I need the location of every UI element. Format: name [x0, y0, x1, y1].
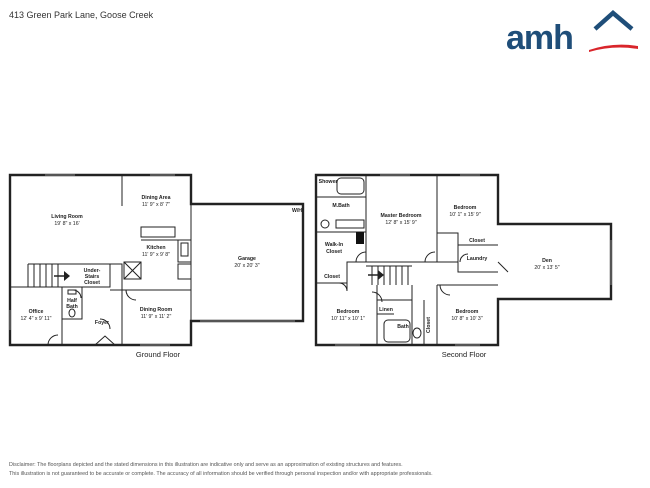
amh-logo: amh: [506, 10, 638, 53]
room-dims: 20' x 20' 3": [234, 263, 259, 269]
room-label: Closet: [324, 274, 340, 280]
room-label: Bath: [397, 324, 409, 330]
logo-swoosh-icon: [589, 44, 638, 52]
room-label: Master Bedroom: [381, 213, 422, 219]
room-dims: 10' 8" x 10' 3": [451, 316, 482, 322]
room-label: Shower: [319, 179, 338, 185]
room-label: Den: [542, 258, 552, 264]
room-label: Kitchen: [146, 245, 165, 251]
room-label: Closet: [469, 238, 485, 244]
floor-title: Ground Floor: [136, 350, 181, 359]
room-dims: 10' 11" x 10' 1": [331, 316, 365, 322]
room-label: Foyer: [95, 320, 109, 326]
room-label: Closet: [426, 317, 432, 333]
room-label: Bedroom: [337, 309, 360, 315]
room-dims: 20' x 13' 5": [534, 265, 559, 271]
room-dims: 12' 8" x 15' 9": [385, 220, 416, 226]
room-label: Walk-In: [325, 242, 343, 248]
room-label: Closet: [84, 280, 100, 286]
property-address: 413 Green Park Lane, Goose Creek: [9, 10, 154, 20]
logo-roof-icon: [593, 10, 634, 31]
room-label: Garage: [238, 256, 256, 262]
room-label: Closet: [326, 249, 342, 255]
ground-floor-plan: [8, 173, 305, 347]
room-label: Bedroom: [456, 309, 479, 315]
room-label: Stairs: [85, 274, 100, 280]
room-label: Living Room: [51, 214, 83, 220]
room-label: M.Bath: [332, 203, 349, 209]
room-label: Laundry: [467, 256, 488, 262]
room-dims: 11' 9" x 8' 7": [142, 202, 170, 208]
room-label: Dining Area: [142, 195, 171, 201]
room-label: Linen: [379, 307, 393, 313]
room-dims: 10' 1" x 15' 9": [449, 212, 480, 218]
room-label: Bedroom: [454, 205, 477, 211]
disclaimer-line: This illustration is not guaranteed to b…: [9, 471, 433, 477]
room-dims: 11' 9" x 9' 8": [142, 252, 170, 258]
second-floor-plan: [314, 173, 613, 347]
floor-title: Second Floor: [442, 350, 487, 359]
room-label: Under-: [84, 268, 101, 274]
room-label: Half: [67, 298, 77, 304]
disclaimer: Disclaimer: The floorplans depicted and …: [9, 461, 629, 479]
room-dims: 19' 8" x 16': [54, 221, 79, 227]
room-label: Bath: [66, 304, 78, 310]
room-label: W/H: [292, 208, 302, 214]
room-label: Office: [29, 309, 44, 315]
room-label: Dining Room: [140, 307, 173, 313]
disclaimer-line: Disclaimer: The floorplans depicted and …: [9, 462, 403, 468]
room-dims: 11' 9" x 11' 2": [141, 314, 172, 320]
room-dims: 12' 4" x 9' 11": [21, 316, 52, 322]
logo-text: amh: [506, 19, 573, 53]
